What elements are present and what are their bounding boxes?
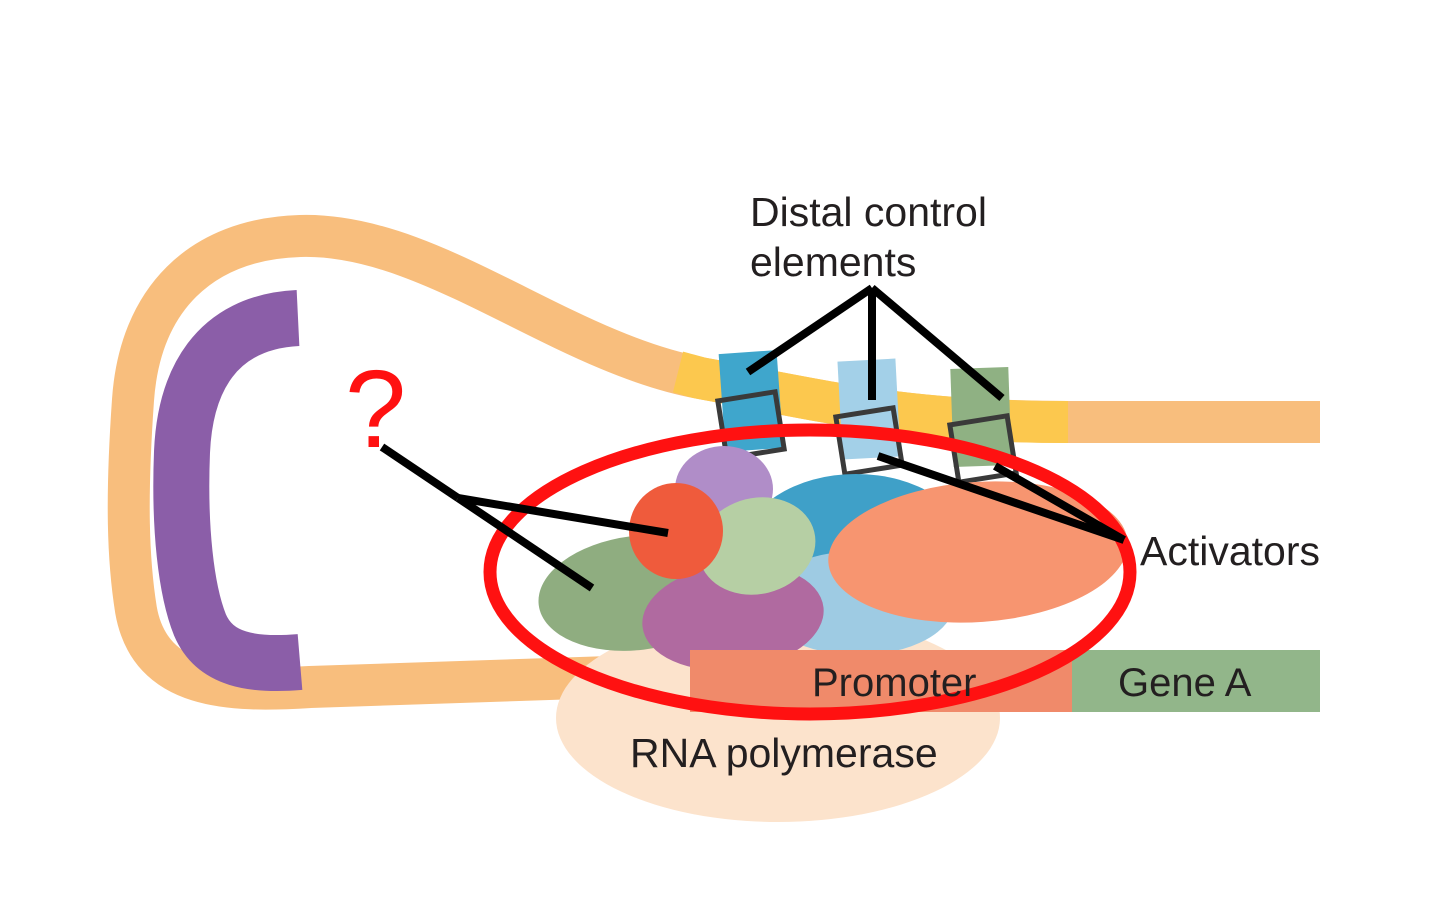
question-leader-lines xyxy=(379,443,669,592)
question-mark-annotation: ? xyxy=(345,348,406,471)
red-highlight-ellipse xyxy=(483,423,1137,721)
gene-a-label: Gene A xyxy=(1118,661,1252,705)
question-leader-branch-2 xyxy=(455,494,595,592)
activators-label: Activators xyxy=(1140,528,1320,574)
tf-pale-green-shape[interactable] xyxy=(688,485,826,607)
distal-leader-line-1 xyxy=(745,284,875,376)
activator-leader-line-2 xyxy=(993,462,1126,544)
purple-arc-group xyxy=(153,290,303,692)
rna-polymerase-label: RNA polymerase xyxy=(630,730,938,776)
tf-magenta-shape[interactable] xyxy=(637,555,829,679)
question-leader-stem xyxy=(379,443,461,502)
gene-a-bar[interactable] xyxy=(1072,650,1320,712)
activator-leader-line-1 xyxy=(876,452,1126,544)
promoter-label: Promoter xyxy=(812,661,977,705)
distal-control-elements-label-line2: elements xyxy=(750,239,916,285)
distal-leader-line-3 xyxy=(869,284,1005,402)
transcription-factor-cluster xyxy=(538,446,1128,679)
activator-leader-lines xyxy=(876,452,1126,544)
question-leader-branch-1 xyxy=(457,494,669,537)
purple-nucleosome-arc xyxy=(153,290,303,692)
distal-leader-lines xyxy=(745,284,1005,402)
red-highlight-group xyxy=(483,423,1137,721)
tf-red-orange-shape[interactable] xyxy=(629,483,723,579)
distal-control-elements-label-line1: Distal control xyxy=(750,189,987,235)
activator-box-3[interactable] xyxy=(946,412,1020,486)
